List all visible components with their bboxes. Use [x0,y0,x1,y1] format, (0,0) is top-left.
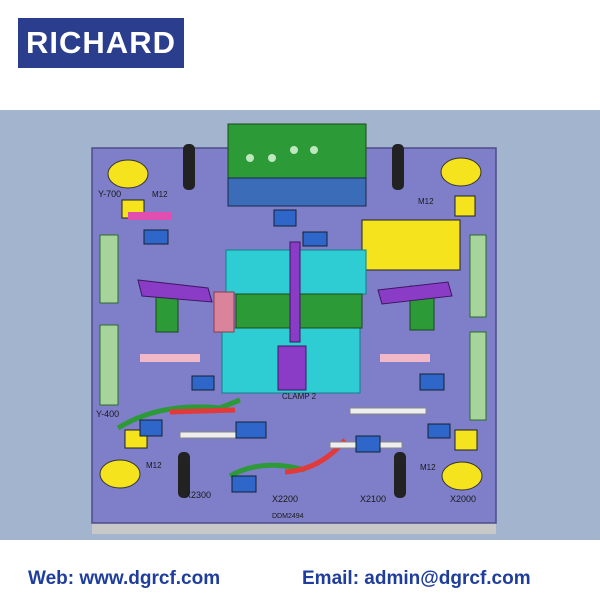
locator-pad-bottom-right [441,461,483,491]
label-m12-bl: M12 [146,461,162,470]
hose-green-left [116,397,241,431]
fixture-illustration: Y-700 Y-400 M12 M12 M12 M12 X2300 X2200 … [0,110,600,540]
label-y-top: Y-700 [98,189,121,199]
label-clamp: CLAMP 2 [282,392,317,401]
yellow-panel [361,219,461,271]
bracket-hole [246,154,254,162]
info-tag [231,475,257,493]
rail-right-top [469,234,487,318]
info-tag [139,419,163,437]
label-x2200: X2200 [272,494,298,504]
info-tag [419,373,445,391]
label-m12-tl: M12 [152,190,168,199]
top-bracket-base [227,177,367,207]
base-plate-edge [92,522,496,534]
label-x2300: X2300 [185,490,211,500]
info-tag [191,375,215,391]
info-tag [427,423,451,439]
info-tag [143,229,169,245]
locator-pad-bottom-left [99,459,141,489]
handle-top-left [183,144,195,190]
clamp-arm-right [377,281,453,305]
handle-top-right [392,144,404,190]
clamp-post [289,241,301,343]
rod-grey [349,407,427,415]
footer-web: Web: www.dgrcf.com [28,568,221,589]
info-tag [302,231,328,247]
plate-id: DDM2494 [272,513,304,520]
locator-pad-top-left [107,159,149,189]
bracket-hole [268,154,276,162]
label-x2100: X2100 [360,494,386,504]
label-y-bottom: Y-400 [96,409,119,419]
info-tag [273,209,297,227]
info-tag [355,435,381,453]
pink-block [213,291,235,333]
rail-left-top [99,234,119,304]
pin-pink-mid [140,354,200,362]
label-x2000: X2000 [450,494,476,504]
label-m12-br: M12 [420,463,436,472]
handle-bottom-left [178,452,190,498]
clamp-center [277,345,307,391]
pin-pink-top [128,212,172,220]
footer: Web: www.dgrcf.com Email: admin@dgrcf.co… [0,565,600,595]
clamp-arm-left [137,279,213,303]
yellow-block-br [454,429,478,451]
locator-pad-top-right [440,157,482,187]
label-m12-tr: M12 [418,197,434,206]
hose-red-left [169,407,236,415]
brand-logo: RICHARD [18,18,184,68]
brand-name: RICHARD [26,25,176,60]
handle-bottom-right [394,452,406,498]
bracket-hole [290,146,298,154]
rail-left-bottom [99,324,119,406]
yellow-block-tr [454,195,476,217]
info-tag [235,421,267,439]
bracket-hole [310,146,318,154]
rail-right-bottom [469,331,487,421]
footer-email: Email: admin@dgrcf.com [302,568,531,589]
pin-pink-right [380,354,430,362]
